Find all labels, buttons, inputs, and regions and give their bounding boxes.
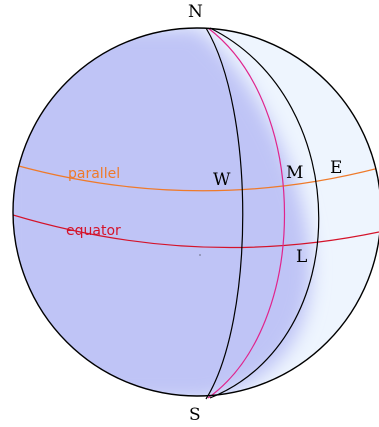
- center-dot: [199, 254, 200, 255]
- label-lower-point: L: [296, 247, 307, 267]
- label-south: S: [189, 405, 201, 425]
- label-parallel: parallel: [68, 166, 120, 182]
- label-east: E: [330, 158, 342, 178]
- label-north: N: [188, 2, 203, 22]
- label-meridian-point: M: [286, 163, 303, 183]
- label-equator: equator: [66, 223, 121, 239]
- label-west: W: [213, 170, 231, 190]
